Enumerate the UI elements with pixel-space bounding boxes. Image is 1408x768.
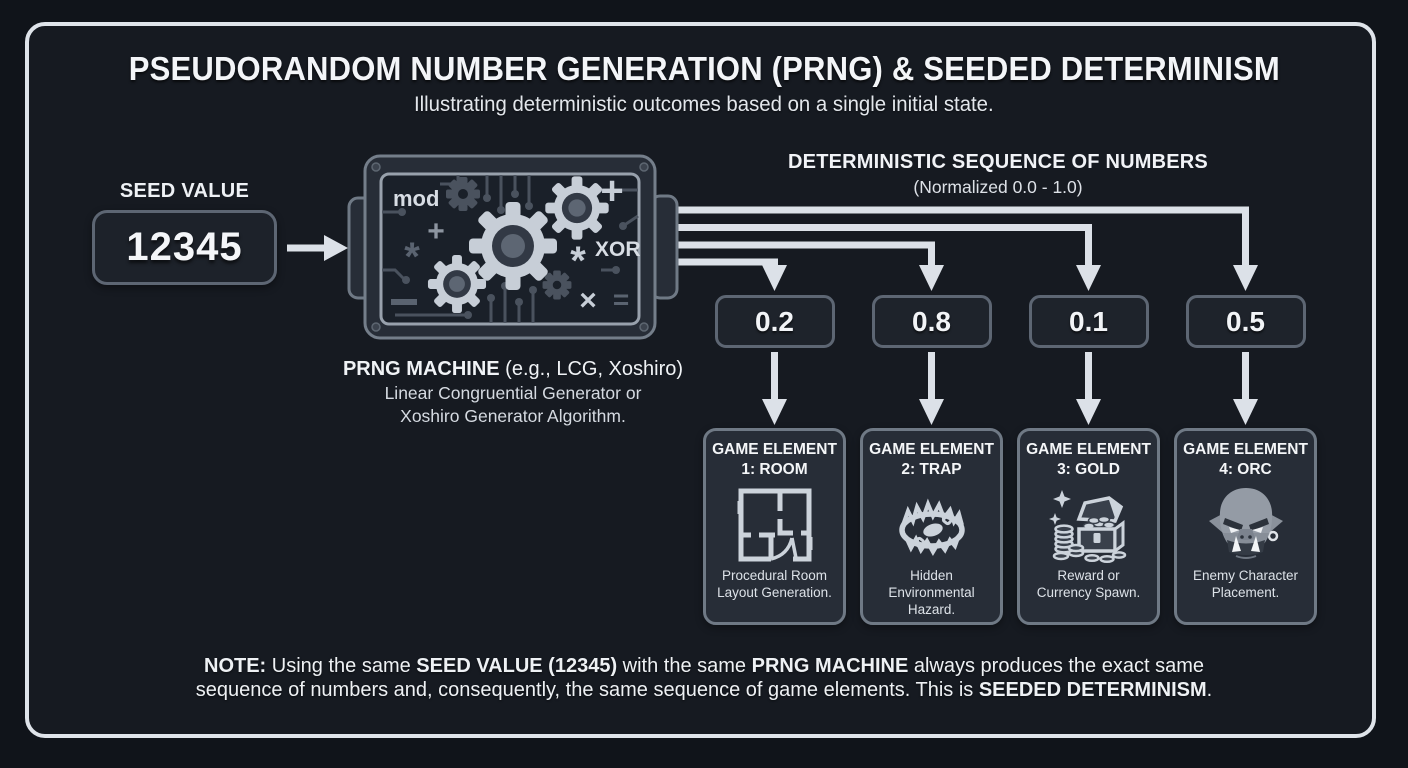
equals-symbol: =: [613, 284, 629, 315]
gear-icon: [427, 254, 487, 314]
sequence-value-box: 0.8: [871, 295, 992, 348]
xor-label: XOR: [595, 238, 641, 261]
gear-small-icon: [446, 177, 480, 211]
note-segment: SEED VALUE (12345): [416, 655, 618, 677]
seed-value-label: SEED VALUE: [119, 180, 250, 202]
footer-note: NOTE: Using the same SEED VALUE (12345) …: [0, 654, 1408, 703]
card-title-line: 2: TRAP: [901, 461, 962, 479]
card-title-line: GAME ELEMENT: [1026, 441, 1151, 458]
orc-face-icon: [1177, 482, 1314, 568]
game-element-card-gold: GAME ELEMENT 3: GOLD: [1017, 428, 1160, 625]
sequence-value-box: 0.5: [1185, 295, 1306, 348]
asterisk-symbol-dark: *: [404, 235, 420, 279]
sequence-subtitle: (Normalized 0.0 - 1.0): [913, 177, 1083, 197]
card-title-line: GAME ELEMENT: [869, 441, 994, 458]
sequence-title: DETERMINISTIC SEQUENCE OF NUMBERS: [788, 151, 1208, 173]
footer-note-text: NOTE: Using the same SEED VALUE (12345) …: [172, 654, 1237, 703]
circuit-traces: [382, 175, 639, 323]
note-segment: SEEDED DETERMINISM: [978, 679, 1207, 702]
card-title-line: 4: ORC: [1219, 461, 1272, 479]
plus-symbol-dark: +: [427, 215, 445, 248]
game-element-card-trap: GAME ELEMENT 2: TRAP Hidden Environmenta…: [860, 428, 1003, 625]
note-segment: .: [1206, 679, 1213, 702]
machine-name: PRNG MACHINE (e.g., LCG, Xoshiro): [342, 358, 684, 380]
card-title: GAME ELEMENT 3: GOLD: [1020, 440, 1157, 480]
card-description: Procedural Room Layout Generation.: [717, 568, 832, 601]
sequence-value-box: 0.2: [714, 295, 835, 348]
page-subtitle: Illustrating deterministic outcomes base…: [414, 93, 994, 116]
mod-label: mod: [393, 186, 439, 211]
card-title-line: 3: GOLD: [1057, 461, 1120, 479]
card-title-line: GAME ELEMENT: [712, 441, 837, 458]
card-description: Reward or Currency Spawn.: [1036, 568, 1141, 601]
outer-frame: [25, 22, 1376, 738]
plus-symbol: +: [600, 169, 623, 213]
page-title: PSEUDORANDOM NUMBER GENERATION (PRNG) & …: [128, 50, 1280, 87]
card-title: GAME ELEMENT 4: ORC: [1177, 440, 1314, 480]
bear-trap-icon: [863, 482, 1000, 568]
asterisk-symbol: *: [570, 239, 586, 283]
note-segment: with the same: [617, 655, 752, 677]
card-title-line: GAME ELEMENT: [1183, 441, 1308, 458]
note-segment: NOTE:: [204, 655, 267, 677]
card-description: Enemy Character Placement.: [1192, 568, 1299, 601]
note-segment: Using the same: [266, 655, 417, 677]
treasure-chest-icon: [1020, 482, 1157, 568]
seed-value-box: 12345: [92, 210, 277, 285]
card-description: Hidden Environmental Hazard.: [888, 568, 975, 618]
room-floorplan-icon: [706, 482, 843, 568]
sequence-header: DETERMINISTIC SEQUENCE OF NUMBERS (Norma…: [660, 151, 1336, 198]
machine-label: PRNG MACHINE (e.g., LCG, Xoshiro) Linear…: [330, 356, 696, 428]
sequence-value-box: 0.1: [1028, 295, 1149, 348]
machine-screws: [371, 162, 649, 332]
game-element-card-orc: GAME ELEMENT 4: ORC Enemy: [1174, 428, 1317, 625]
prng-machine-icon: mod XOR + + * * × =: [347, 154, 679, 340]
card-title: GAME ELEMENT 2: TRAP: [863, 440, 1000, 480]
note-segment: PRNG MACHINE: [751, 655, 909, 677]
gear-icon: [469, 202, 557, 290]
times-symbol: ×: [579, 284, 597, 317]
game-element-card-room: GAME ELEMENT 1: ROOM Procedural Room Lay…: [703, 428, 846, 625]
seed-value: 12345: [126, 225, 243, 269]
gear-icon: [545, 176, 609, 240]
card-title-line: 1: ROOM: [741, 461, 808, 479]
card-title: GAME ELEMENT 1: ROOM: [706, 440, 843, 480]
note-segment: always produces the exact same sequence …: [195, 655, 1204, 702]
gear-small-icon: [542, 270, 572, 300]
